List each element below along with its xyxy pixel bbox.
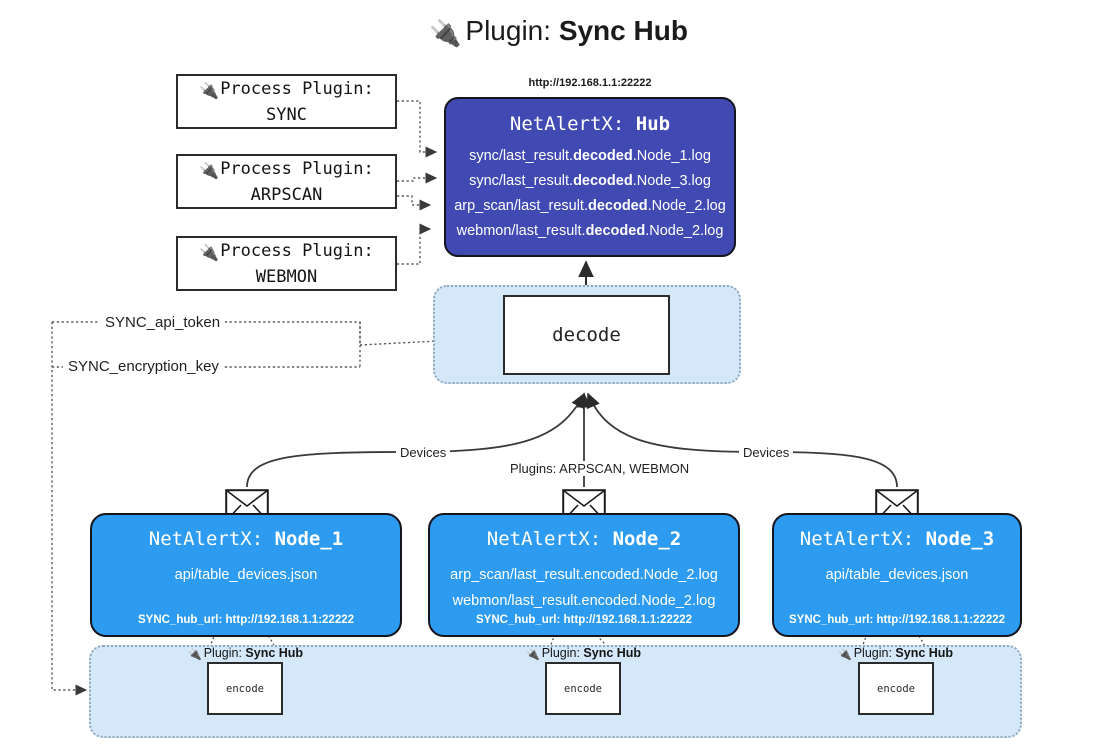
plug-icon: 🔌 (199, 160, 220, 180)
log-pre: sync/last_result. (469, 148, 574, 164)
log-post: .Node_2.log (645, 223, 724, 239)
page-title: 🔌Plugin: Sync Hub (0, 14, 1117, 50)
node-header-name: Node_3 (925, 528, 995, 550)
node-header: NetAlertX: Node_3 (774, 528, 1020, 550)
log-mid: decoded (585, 223, 646, 239)
node-header-prefix: NetAlertX: (486, 528, 613, 550)
page-title-name: Sync Hub (558, 15, 688, 46)
process-plugin-arpscan[interactable]: 🔌Process Plugin: ARPSCAN (176, 154, 397, 209)
node-card-node-2[interactable]: NetAlertX: Node_2 arp_scan/last_result.e… (428, 513, 740, 637)
node-line-list: api/table_devices.json (774, 562, 1020, 588)
plug-icon: 🔌 (199, 242, 220, 262)
hub-log-item: sync/last_result.decoded.Node_1.log (446, 144, 734, 169)
hub-log-item: sync/last_result.decoded.Node_3.log (446, 169, 734, 194)
log-post: .Node_2.log (647, 198, 726, 214)
log-mid: decoded (573, 173, 633, 189)
hub-header-name: Hub (635, 113, 671, 135)
plug-icon: 🔌 (188, 649, 202, 661)
node-hub-url: SYNC_hub_url: http://192.168.1.1:22222 (475, 614, 693, 626)
node-header-name: Node_1 (274, 528, 344, 550)
edge-label-devices-left: Devices (396, 445, 451, 460)
hub-header-prefix: NetAlertX: (509, 113, 636, 135)
config-label-encryption-key: SYNC_encryption_key (63, 358, 224, 375)
plug-icon: 🔌 (199, 80, 220, 100)
process-plugin-name: SYNC (266, 104, 307, 125)
node-hub-url: SYNC_hub_url: http://192.168.1.1:22222 (788, 614, 1006, 626)
node-line: webmon/last_result.encoded.Node_2.log (452, 593, 716, 609)
encode-box[interactable]: encode (858, 662, 934, 715)
config-label-api-token: SYNC_api_token (100, 314, 226, 331)
edge-label-devices-right: Devices (739, 445, 794, 460)
encode-plugin-label: 🔌Plugin: Sync Hub (188, 646, 304, 661)
log-post: .Node_3.log (632, 173, 711, 189)
log-pre: webmon/last_result. (456, 223, 586, 239)
edge-label-plugins: Plugins: ARPSCAN, WEBMON (506, 461, 694, 476)
decode-box[interactable]: decode (503, 295, 670, 375)
plug-icon: 🔌 (429, 18, 462, 48)
process-plugin-title: 🔌Process Plugin: (199, 158, 374, 180)
hub-url-label: http://192.168.1.1:22222 (528, 77, 652, 89)
node-card-node-1[interactable]: NetAlertX: Node_1 api/table_devices.json… (90, 513, 402, 637)
log-mid: decoded (573, 148, 633, 164)
node-header: NetAlertX: Node_2 (430, 528, 738, 550)
node-line: api/table_devices.json (174, 567, 318, 583)
hub-node[interactable]: NetAlertX: Hub sync/last_result.decoded.… (444, 97, 736, 257)
process-plugin-name: WEBMON (255, 266, 318, 287)
encode-plugin-label: 🔌Plugin: Sync Hub (838, 646, 954, 661)
process-plugin-title: 🔌Process Plugin: (199, 240, 374, 262)
node-header-name: Node_2 (612, 528, 682, 550)
log-mid: decoded (587, 198, 648, 214)
encode-box[interactable]: encode (207, 662, 283, 715)
page-title-prefix: Plugin: (465, 15, 559, 46)
node-header-prefix: NetAlertX: (799, 528, 926, 550)
process-plugin-webmon[interactable]: 🔌Process Plugin: WEBMON (176, 236, 397, 291)
hub-log-item: arp_scan/last_result.decoded.Node_2.log (446, 194, 734, 219)
node-header-prefix: NetAlertX: (148, 528, 275, 550)
plug-icon: 🔌 (838, 649, 852, 661)
plug-icon: 🔌 (526, 649, 540, 661)
node-line: arp_scan/last_result.encoded.Node_2.log (450, 567, 718, 583)
encode-box[interactable]: encode (545, 662, 621, 715)
encode-plugin-label: 🔌Plugin: Sync Hub (526, 646, 642, 661)
log-post: .Node_1.log (632, 148, 711, 164)
process-plugin-name: ARPSCAN (250, 184, 323, 205)
hub-header: NetAlertX: Hub (446, 113, 734, 135)
hub-log-item: webmon/last_result.decoded.Node_2.log (446, 219, 734, 244)
node-line: api/table_devices.json (825, 567, 969, 583)
process-plugin-sync[interactable]: 🔌Process Plugin: SYNC (176, 74, 397, 129)
node-card-node-3[interactable]: NetAlertX: Node_3 api/table_devices.json… (772, 513, 1022, 637)
log-pre: arp_scan/last_result. (454, 198, 588, 214)
node-line-list: arp_scan/last_result.encoded.Node_2.log … (430, 562, 738, 614)
node-hub-url: SYNC_hub_url: http://192.168.1.1:22222 (137, 614, 355, 626)
node-line-list: api/table_devices.json (92, 562, 400, 588)
hub-log-list: sync/last_result.decoded.Node_1.log sync… (446, 144, 734, 244)
node-header: NetAlertX: Node_1 (92, 528, 400, 550)
log-pre: sync/last_result. (469, 173, 574, 189)
process-plugin-title: 🔌Process Plugin: (199, 78, 374, 100)
